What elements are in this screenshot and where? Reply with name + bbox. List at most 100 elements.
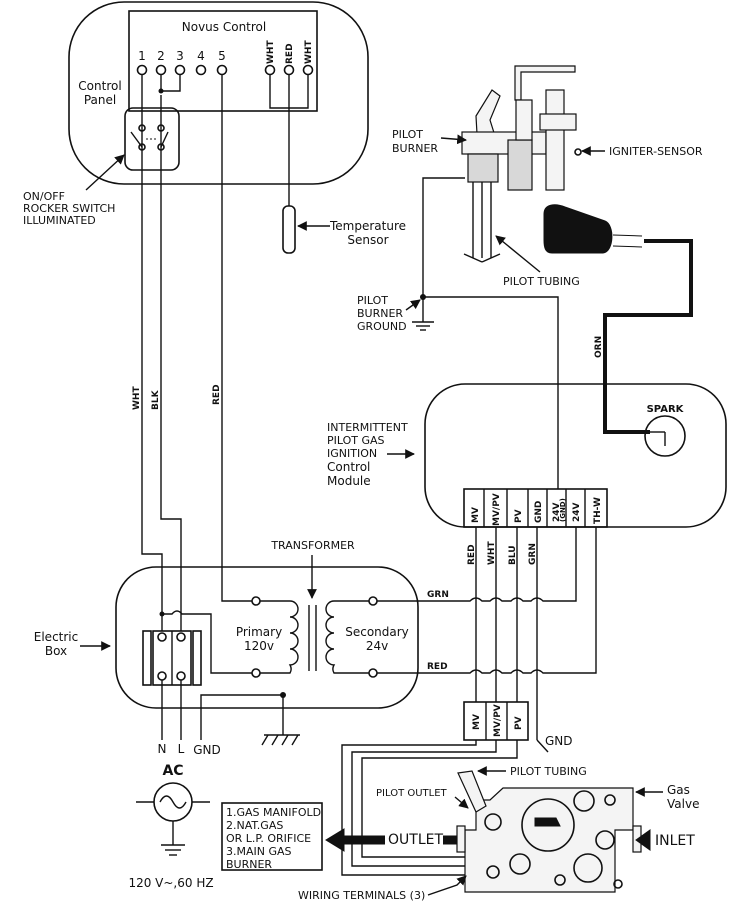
gas-valve-label-2: Valve: [667, 797, 699, 811]
pilot-tubing-bottom-label: PILOT TUBING: [510, 765, 587, 778]
red-wire-label: RED: [212, 384, 222, 405]
secondary-terminal: [368, 596, 378, 606]
manifold-note-line: OR L.P. ORIFICE: [226, 832, 311, 845]
primary-coil: [260, 600, 299, 674]
module-terminal-th-w: TH-W: [593, 497, 603, 524]
outlet-label-backdrop: [385, 829, 443, 849]
wiring-terminals-arrow: [427, 875, 467, 896]
ignition-module-label-4: Control: [327, 460, 370, 474]
ignition-module-label-1: INTERMITTENT: [327, 421, 408, 434]
gnd-label: GND: [545, 734, 573, 748]
novus-terminal-label: 3: [176, 49, 184, 63]
module-wire-label: WHT: [487, 541, 497, 565]
electric-box-outline: [115, 566, 419, 709]
jumper-2-3: [160, 75, 181, 92]
module-wire-label: GRN: [528, 543, 538, 565]
novus-control-title: Novus Control: [182, 20, 266, 34]
novus-terminal-labels: 1 2 3 4 5: [138, 49, 226, 63]
novus-terminals: [136, 64, 314, 76]
junction-dot: [158, 88, 164, 94]
temperature-sensor-label-2: Sensor: [347, 233, 388, 247]
pilot-ground-wire: [423, 296, 559, 489]
gas-valve-boss: [595, 830, 615, 850]
junction-dot: [420, 294, 426, 300]
junction-dot: [280, 692, 286, 698]
spark-cap: [543, 204, 613, 254]
chassis-ground-tick: [271, 734, 279, 746]
secondary-label-1: Secondary: [345, 625, 409, 639]
terminal: [195, 64, 207, 76]
gas-valve-screw: [613, 879, 623, 889]
rocker-switch-label-2: ROCKER SWITCH: [23, 202, 115, 215]
pilot-burner-assembly: [461, 65, 643, 263]
red-main-wire: [221, 75, 252, 602]
pilot-ground-label-3: GROUND: [357, 320, 407, 333]
igniter-sensor-tip: [574, 148, 582, 156]
valve-terminal-mv: MV: [472, 714, 482, 730]
pilot-bracket: [514, 65, 576, 101]
terminal-block-side: [142, 630, 152, 686]
terminal: [216, 64, 228, 76]
module-terminal-gnd: GND: [534, 501, 544, 523]
manifold-note-line: 3.MAIN GAS: [226, 845, 292, 858]
gas-valve-label-1: Gas: [667, 783, 690, 797]
primary-terminal: [251, 596, 261, 606]
manifold-note-line: 1.GAS MANIFOLD: [226, 806, 321, 819]
ac-source: AC 120 V~,60 HZ: [128, 763, 213, 890]
igniter-sensor-rod: [545, 89, 565, 191]
novus-control-board: [128, 10, 318, 112]
novus-terminal-label: 4: [197, 49, 205, 63]
transformer-label: TRANSFORMER: [270, 539, 355, 552]
terminal: [264, 64, 276, 76]
secondary-label-2: 24v: [366, 639, 388, 653]
spark-label: SPARK: [647, 404, 685, 415]
novus-terminal-label: 2: [157, 49, 165, 63]
switch-blade: [130, 131, 143, 148]
ground-wire: [200, 694, 284, 740]
pilot-thermocouple: [515, 99, 533, 141]
blk-wire-label: BLK: [151, 389, 161, 410]
inlet-arrow: [635, 829, 651, 851]
grn-wire-label: GRN: [427, 590, 449, 600]
terminal-screw: [176, 632, 186, 642]
ignition-module-label-2: PILOT GAS: [327, 434, 385, 447]
terminal: [174, 64, 186, 76]
pilot-tube-break: [463, 253, 483, 263]
control-panel-outline: [68, 1, 369, 185]
valve-wire: [341, 740, 477, 876]
novus-terminal-label: 5: [218, 49, 226, 63]
secondary-grn-wire: [377, 527, 577, 602]
module-terminal-mv: MV: [471, 507, 481, 523]
orn-wire-label: ORN: [594, 336, 604, 358]
secondary-red-wire: [377, 527, 597, 674]
gas-valve-screw: [486, 865, 500, 879]
valve-wire: [361, 740, 518, 858]
orn-spark-wire: [603, 239, 693, 434]
pilot-orifice-fitting: [467, 153, 499, 183]
ac-label: AC: [162, 763, 183, 779]
wht-main-wire: [141, 75, 163, 631]
wht-wire-label: WHT: [132, 386, 142, 410]
valve-terminal-block: MV MV/PV PV: [463, 701, 529, 741]
wiring-terminals-label: WIRING TERMINALS (3): [298, 889, 425, 902]
gas-valve-boss: [484, 813, 502, 831]
manifold-note: 1.GAS MANIFOLD 2.NAT.GAS OR L.P. ORIFICE…: [221, 802, 323, 871]
primary-label-2: 120v: [244, 639, 274, 653]
module-terminal-pv: PV: [514, 509, 524, 523]
ac-rating: 120 V~,60 HZ: [128, 876, 213, 890]
line-label: L: [178, 742, 185, 756]
terminal-screw: [157, 671, 167, 681]
control-panel-label-2: Panel: [84, 93, 116, 107]
pilot-ground-arrow: [405, 299, 421, 311]
gas-valve-knob: [534, 817, 561, 827]
electric-box-label-1: Electric: [34, 630, 78, 644]
pilot-fitting-nut: [507, 139, 533, 191]
pilot-tube-break: [481, 253, 501, 263]
rocker-switch-label-1: ON/OFF: [23, 190, 65, 203]
control-panel: Control Panel Novus Control 1 2 3 4 5 WH…: [68, 1, 406, 254]
rocker-switch-arrow: [85, 154, 125, 191]
blk-main-wire: [160, 95, 182, 631]
rocker-switch: [124, 107, 180, 171]
gas-valve: [456, 770, 642, 893]
gas-valve-dial: [521, 798, 575, 852]
